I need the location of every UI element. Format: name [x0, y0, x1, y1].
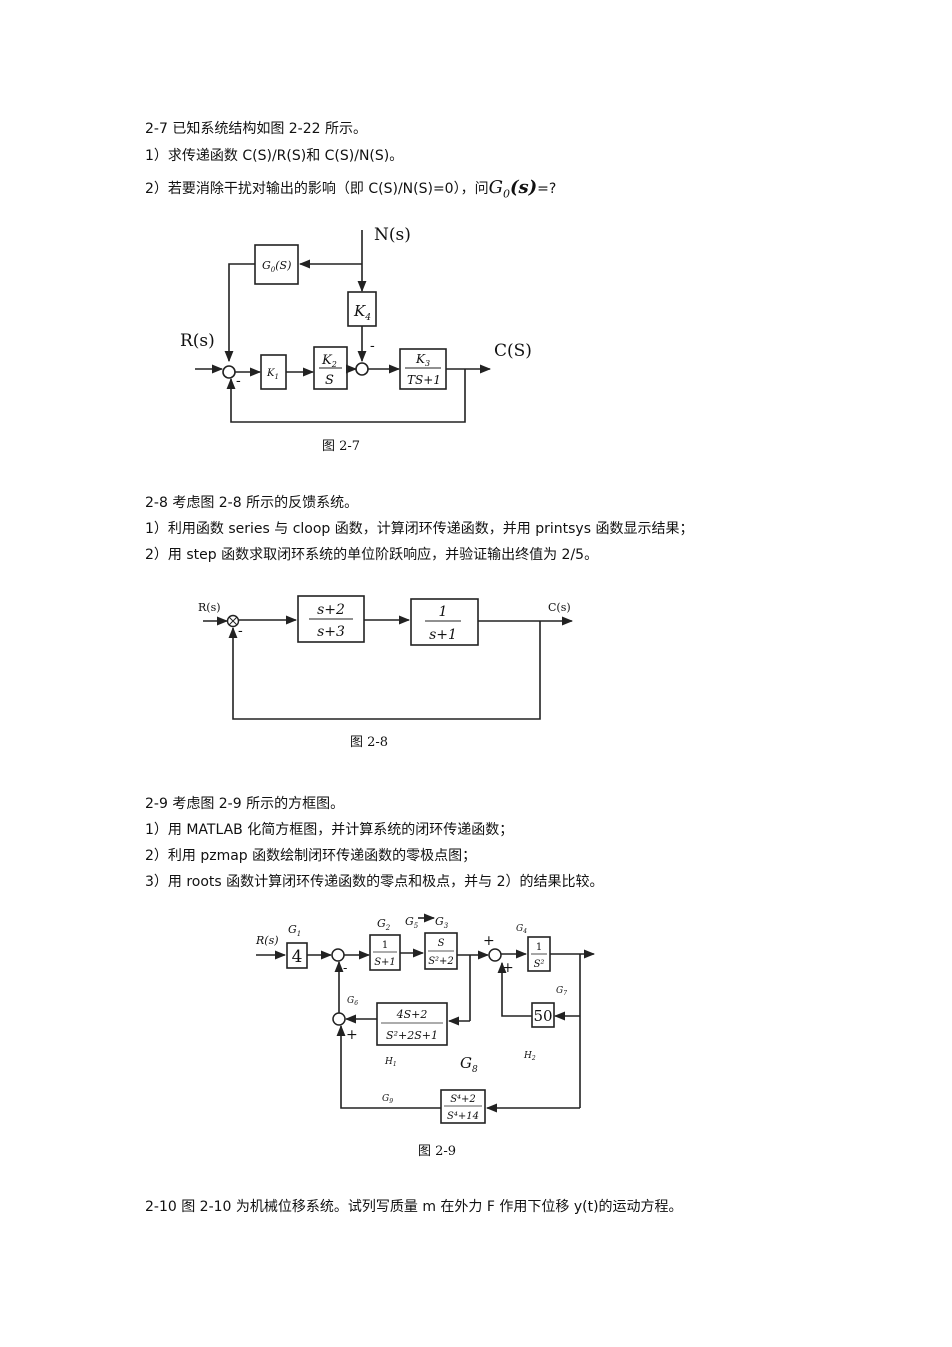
figure-2-7-caption: 图 2-7 — [322, 439, 361, 454]
svg-text:G6: G6 — [347, 996, 358, 1007]
svg-text:-: - — [343, 961, 347, 976]
svg-text:-: - — [236, 373, 241, 389]
svg-text:K3: K3 — [415, 352, 430, 368]
svg-text:S⁴+2: S⁴+2 — [450, 1094, 476, 1105]
svg-text:K1: K1 — [266, 368, 279, 381]
svg-text:s+2: s+2 — [317, 602, 345, 618]
svg-text:1: 1 — [382, 940, 388, 951]
problem-2-9-q3: 3）用 roots 函数计算闭环传递函数的零点和极点，并与 2）的结果比较。 — [145, 874, 604, 890]
fig29-g6-block — [376, 1002, 448, 1046]
svg-text:4: 4 — [292, 947, 303, 967]
svg-text:S²+2S+1: S²+2S+1 — [386, 1029, 438, 1042]
svg-text:G1: G1 — [288, 923, 301, 938]
fig29-sum2 — [488, 948, 502, 962]
svg-text:K2: K2 — [321, 353, 337, 369]
svg-text:H2: H2 — [523, 1051, 536, 1062]
svg-text:G3: G3 — [435, 915, 449, 930]
svg-text:s+1: s+1 — [429, 627, 457, 643]
problem-2-7-title: 2-7 已知系统结构如图 2-22 所示。 — [145, 121, 367, 137]
fig27-r-label: R(s) — [180, 331, 215, 351]
problem-2-10-title: 2-10 图 2-10 为机械位移系统。试列写质量 m 在外力 F 作用下位移 … — [145, 1199, 683, 1215]
fig29-g9-block — [440, 1089, 486, 1124]
svg-text:1: 1 — [439, 604, 448, 620]
problem-2-7-q2: 2）若要消除干扰对输出的影响（即 C(S)/N(S)=0），问G0(s)=? — [145, 177, 556, 201]
fig29-sum1 — [331, 948, 345, 962]
svg-text:G7: G7 — [556, 986, 567, 997]
figure-2-8-caption: 图 2-8 — [350, 735, 389, 750]
svg-text:-: - — [370, 338, 375, 354]
problem-2-8-q2: 2）用 step 函数求取闭环系统的单位阶跃响应，并验证输出终值为 2/5。 — [145, 547, 599, 563]
svg-text:H1: H1 — [384, 1057, 397, 1068]
problem-2-7-q1: 1）求传递函数 C(S)/R(S)和 C(S)/N(S)。 — [145, 148, 404, 164]
svg-text:S: S — [438, 938, 445, 949]
svg-text:S²: S² — [534, 959, 545, 970]
fig27-n-label: N(s) — [374, 225, 411, 245]
problem-2-9-q1: 1）用 MATLAB 化简方框图，并计算系统的闭环传递函数； — [145, 822, 514, 838]
fig29-g2-block — [369, 934, 401, 971]
fig29-g7-block — [531, 1002, 555, 1028]
svg-text:G2: G2 — [377, 917, 391, 932]
q2-prefix: 2）若要消除干扰对输出的影响（即 C(S)/N(S)=0），问 — [145, 181, 489, 197]
svg-text:K4: K4 — [353, 302, 371, 323]
svg-text:+: + — [502, 960, 514, 976]
svg-text:S: S — [325, 373, 334, 388]
svg-text:G9: G9 — [382, 1094, 393, 1105]
svg-text:s+3: s+3 — [317, 624, 345, 640]
svg-text:G4: G4 — [516, 924, 527, 935]
svg-text:1: 1 — [536, 942, 542, 953]
svg-text:R(s): R(s) — [198, 601, 221, 614]
fig29-sum3 — [332, 1012, 346, 1026]
svg-text:G8: G8 — [460, 1054, 478, 1075]
fig27-k1-block — [260, 354, 287, 390]
problem-2-8-q1: 1）利用函数 series 与 cloop 函数，计算闭环传递函数，并用 pri… — [145, 521, 694, 537]
svg-text:+: + — [483, 933, 495, 949]
svg-text:G5: G5 — [405, 915, 419, 930]
svg-text:S²+2: S²+2 — [428, 956, 454, 967]
fig27-c-label: C(S) — [494, 341, 532, 361]
problem-2-9-q2: 2）利用 pzmap 函数绘制闭环传递函数的零极点图； — [145, 848, 477, 864]
svg-text:4S+2: 4S+2 — [396, 1008, 428, 1021]
fig27-k4-block — [347, 291, 377, 327]
svg-text:-: - — [238, 623, 243, 639]
fig27-k3-block — [399, 348, 447, 390]
svg-text:C(s): C(s) — [548, 601, 571, 614]
svg-text:R(s): R(s) — [255, 934, 279, 947]
problem-2-9-title: 2-9 考虑图 2-9 所示的方框图。 — [145, 796, 345, 812]
svg-text:G0(S): G0(S) — [262, 259, 291, 274]
svg-text:TS+1: TS+1 — [407, 373, 441, 387]
problem-2-8-title: 2-8 考虑图 2-8 所示的反馈系统。 — [145, 495, 359, 511]
svg-text:50: 50 — [533, 1007, 552, 1025]
svg-text:+: + — [346, 1027, 358, 1043]
q2-suffix: =? — [537, 181, 557, 197]
g0-symbol: G0(s) — [488, 177, 538, 201]
figure-2-9-caption: 图 2-9 — [418, 1144, 457, 1159]
svg-text:S+1: S+1 — [374, 957, 396, 968]
svg-text:S⁴+14: S⁴+14 — [447, 1111, 479, 1122]
fig28-block2 — [410, 598, 479, 646]
